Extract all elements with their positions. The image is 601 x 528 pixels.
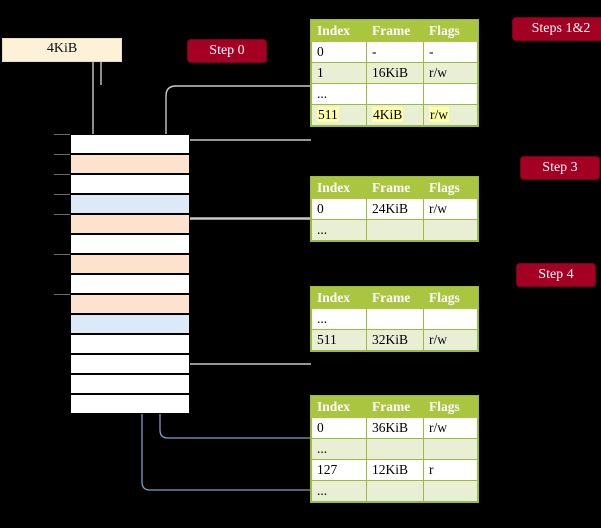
table-cell: - <box>423 41 478 63</box>
table-cell: 511 <box>311 104 367 126</box>
table-cell: r/w <box>423 62 478 84</box>
table-row: 511 4KiB r/w <box>311 104 478 126</box>
frame-box-4kib: 4KiB <box>2 38 122 62</box>
column-header-flags: Flags <box>423 20 478 42</box>
memory-frame-row <box>70 334 190 354</box>
memory-frame-row <box>70 154 190 174</box>
table-cell: 127 <box>311 459 367 481</box>
column-header-index: Index <box>311 177 367 199</box>
table-row: ... <box>311 83 478 105</box>
table-cell <box>423 438 478 460</box>
memory-row-tick <box>54 294 70 295</box>
highlighted-value: r/w <box>429 107 449 122</box>
table-cell: r/w <box>423 198 478 220</box>
table-row: ... <box>311 480 478 502</box>
memory-frame-row <box>70 254 190 274</box>
table-cell <box>366 438 424 460</box>
memory-row-tick <box>54 194 70 195</box>
table-row: ... <box>311 438 478 460</box>
memory-frame-row <box>70 394 190 414</box>
table-cell: ... <box>311 83 367 105</box>
memory-frame-row <box>70 194 190 214</box>
table-cell: ... <box>311 219 367 241</box>
step-badge-steps-1-2: Steps 1&2 <box>513 18 601 40</box>
column-header-frame: Frame <box>366 177 424 199</box>
column-header-index: Index <box>311 20 367 42</box>
highlighted-value: 511 <box>317 107 339 122</box>
table-cell: 24KiB <box>366 198 424 220</box>
table-cell <box>366 308 424 330</box>
highlighted-value: 4KiB <box>372 107 404 122</box>
memory-frame-row <box>70 274 190 294</box>
table-row: ... <box>311 219 478 241</box>
memory-frame-row <box>70 174 190 194</box>
column-header-index: Index <box>311 287 367 309</box>
column-header-flags: Flags <box>423 287 478 309</box>
memory-row-tick <box>54 214 70 215</box>
table-cell: 16KiB <box>366 62 424 84</box>
table-row: 0-- <box>311 41 478 63</box>
column-header-index: Index <box>311 396 367 418</box>
table-cell: 1 <box>311 62 367 84</box>
table-cell: ... <box>311 480 367 502</box>
memory-frame-row <box>70 234 190 254</box>
table-cell: r/w <box>423 417 478 439</box>
column-header-frame: Frame <box>366 396 424 418</box>
step-badge-step-4: Step 4 <box>517 264 595 286</box>
table-cell <box>366 83 424 105</box>
table-cell: r <box>423 459 478 481</box>
table-cell: ... <box>311 438 367 460</box>
memory-frame-row <box>70 134 190 154</box>
table-cell <box>423 83 478 105</box>
table-cell: r/w <box>423 329 478 351</box>
table-cell: 0 <box>311 41 367 63</box>
table-cell: 0 <box>311 417 367 439</box>
column-header-flags: Flags <box>423 396 478 418</box>
table-cell: 12KiB <box>366 459 424 481</box>
frame-box-label: 4KiB <box>46 41 78 56</box>
table-cell <box>366 219 424 241</box>
memory-frame-row <box>70 354 190 374</box>
table-cell <box>423 308 478 330</box>
table-cell <box>366 480 424 502</box>
table-cell: 0 <box>311 198 367 220</box>
memory-frame-row <box>70 214 190 234</box>
table-cell: r/w <box>423 104 478 126</box>
table-cell <box>423 480 478 502</box>
column-header-flags: Flags <box>423 177 478 199</box>
table-cell: - <box>366 41 424 63</box>
table-cell <box>423 219 478 241</box>
physical-memory-column <box>54 134 190 414</box>
step-badge-step-0: Step 0 <box>188 40 266 62</box>
table-cell: 4KiB <box>366 104 424 126</box>
table-cell: 36KiB <box>366 417 424 439</box>
table-cell: ... <box>311 308 367 330</box>
memory-row-tick <box>54 134 70 135</box>
memory-row-tick <box>54 174 70 175</box>
table-cell: 32KiB <box>366 329 424 351</box>
memory-frame-row <box>70 294 190 314</box>
table-cell: 511 <box>311 329 367 351</box>
memory-frame-row <box>70 374 190 394</box>
column-header-frame: Frame <box>366 20 424 42</box>
table-row: ... <box>311 308 478 330</box>
memory-frame-row <box>70 314 190 334</box>
step-badge-step-3: Step 3 <box>521 157 599 179</box>
column-header-frame: Frame <box>366 287 424 309</box>
memory-row-tick <box>54 254 70 255</box>
memory-row-tick <box>54 154 70 155</box>
